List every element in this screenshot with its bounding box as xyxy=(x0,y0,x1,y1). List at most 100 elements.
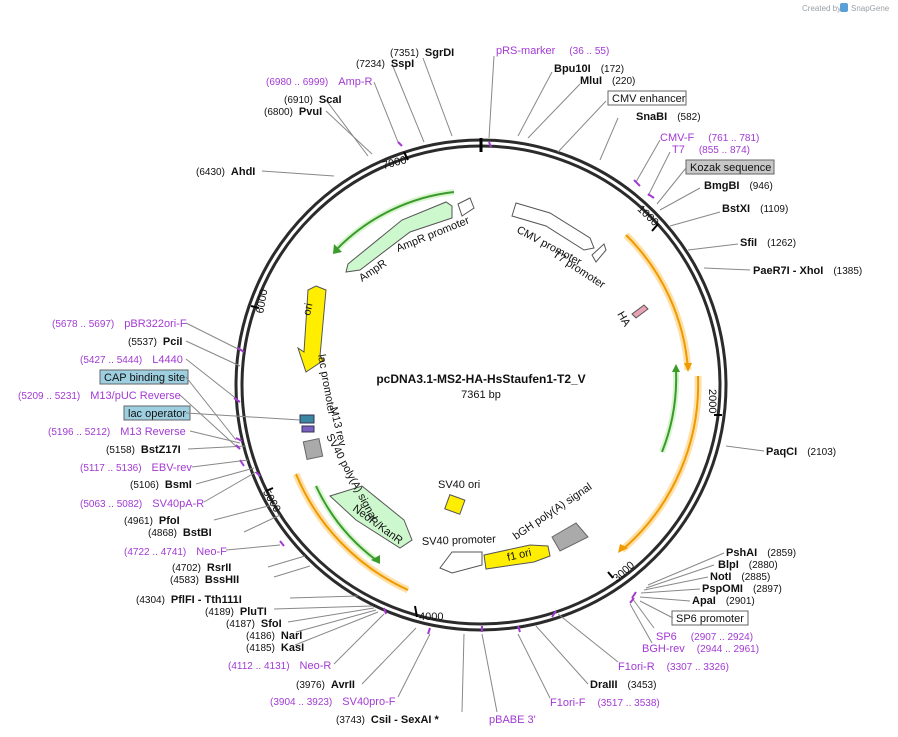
svg-text:Bpu10I(172): Bpu10I (172) xyxy=(554,63,624,75)
site-csii-name: CsiI xyxy=(371,714,391,726)
site-rsrii-name: RsrII xyxy=(207,562,231,574)
site-sfii-name: SfiI xyxy=(740,237,757,249)
primer-amp-r-range: (6980 .. 6999) xyxy=(266,77,328,88)
svg-text:BlpI(2880): BlpI(2880) xyxy=(718,559,778,571)
site-pflfi-pos: (4304) xyxy=(136,595,165,606)
tick-7000: 7000 xyxy=(381,154,408,172)
site-mlui-pos: (220) xyxy=(612,76,635,87)
primer-m13-reverse-range: (5196 .. 5212) xyxy=(48,427,110,438)
primer-cmv-f-range: (761 .. 781) xyxy=(708,133,759,144)
svg-text:(4722 .. 4741)Neo-F: (4722 .. 4741)Neo-F xyxy=(124,546,227,558)
primer-t7-name: T7 xyxy=(672,144,685,156)
site-bstxi-name: BstXI xyxy=(722,203,750,215)
box-cap-binding xyxy=(99,369,189,385)
primer-neo-r-range: (4112 .. 4131) xyxy=(228,661,290,672)
box-lac-operator-label: lac operator xyxy=(128,408,186,420)
label-lac-promoter: lac promoter xyxy=(315,353,337,416)
site-bstz17i-pos: (5158) xyxy=(106,445,135,456)
primer-sp6-name: SP6 xyxy=(656,631,677,643)
site-avrii-pos: (3976) xyxy=(296,680,325,691)
svg-text:NotI(2885): NotI (2885) xyxy=(710,571,770,583)
site-bpu10i-name: Bpu10I xyxy=(554,63,591,75)
site-pcii-pos: (5537) xyxy=(128,337,157,348)
tick-2000: 2000 xyxy=(706,389,718,413)
site-rsrii-pos: (4702) xyxy=(172,563,201,574)
svg-text:(3743)CsiI - SexAI *: (3743)CsiI - SexAI * xyxy=(336,714,439,726)
svg-text:(4189)PluTI: (4189)PluTI xyxy=(205,606,267,618)
label-ha: HA xyxy=(614,310,632,330)
site-draiii-pos: (3453) xyxy=(628,680,657,691)
site-sfii-pos: (1262) xyxy=(767,238,796,249)
site-snabi-name: SnaBI xyxy=(636,111,667,123)
svg-text:SnaBI(582): SnaBI (582) xyxy=(636,111,701,123)
svg-text:(5209 .. 5231)M13/pUC Reverse: (5209 .. 5231)M13/pUC Reverse xyxy=(18,390,181,402)
site-bpu10i-pos: (172) xyxy=(601,64,624,75)
svg-text:DraIII(3453): DraIII (3453) xyxy=(590,679,656,691)
bgh-polya-signal xyxy=(551,522,589,552)
site-bsshii-name: BssHII xyxy=(205,574,239,586)
site-bstz17i-name: BstZ17I xyxy=(141,444,181,456)
site-sspi-name: SspI xyxy=(391,58,414,70)
primer-neo-r-name: Neo-R xyxy=(300,660,332,672)
site-bmgbi-name: BmgBI xyxy=(704,180,739,192)
site-csii-pos: (3743) xyxy=(336,715,365,726)
site-pcii-name: PciI xyxy=(163,336,183,348)
site-pvui-pos: (6800) xyxy=(264,107,293,118)
label-sv40-ori: SV40 ori xyxy=(438,479,480,491)
primer-ebv-rev-name: EBV-rev xyxy=(152,462,193,474)
primer-ebv-rev-range: (5117 .. 5136) xyxy=(80,463,142,474)
primer-pbabe3-name: pBABE 3' xyxy=(489,714,536,726)
site-paqci-name: PaqCI xyxy=(766,446,797,458)
svg-text:SP6(2907 .. 2924): SP6(2907 .. 2924) xyxy=(656,631,753,643)
primer-amp-r-name: Amp-R xyxy=(338,76,372,88)
snapgene-logo-icon xyxy=(840,3,848,12)
site-noti-name: NotI xyxy=(710,571,731,583)
f1-ori-arrow xyxy=(483,544,551,570)
site-noti-pos: (2885) xyxy=(741,572,770,583)
site-pluti-pos: (4189) xyxy=(205,607,234,618)
svg-text:pRS-marker(36 .. 55): pRS-marker(36 .. 55) xyxy=(496,45,609,57)
svg-text:PshAI(2859): PshAI(2859) xyxy=(726,547,796,559)
svg-text:(4583)BssHII: (4583)BssHII xyxy=(170,574,239,586)
svg-text:(5427 .. 5444)L4440: (5427 .. 5444)L4440 xyxy=(80,354,183,366)
site-pfoi-name: PfoI xyxy=(159,515,180,527)
orf-arc-2-halo xyxy=(619,375,702,553)
svg-text:(6980 .. 6999)Amp-R: (6980 .. 6999) Amp-R xyxy=(266,76,373,88)
primer-cmv-f-name: CMV-F xyxy=(660,132,695,144)
site-scai-name: ScaI xyxy=(319,94,342,106)
tick-marks xyxy=(250,151,722,618)
site-pspomi-pos: (2897) xyxy=(753,584,782,595)
box-kozak-label: Kozak sequence xyxy=(690,162,771,174)
label-sv40-promoter: SV40 promoter xyxy=(422,533,497,548)
m13-rev-box xyxy=(301,425,315,433)
orf-green-bottom xyxy=(315,485,377,561)
svg-text:(6800)PvuI: (6800)PvuI xyxy=(264,106,322,118)
primer-sv40pa-r-range: (5063 .. 5082) xyxy=(80,499,142,510)
site-scai-pos: (6910) xyxy=(284,95,313,106)
primer-l4440-name: L4440 xyxy=(152,354,183,366)
site-pshai-pos: (2859) xyxy=(767,548,796,559)
svg-text:(4186)NarI: (4186)NarI xyxy=(246,630,302,642)
sv40-ori-box xyxy=(444,494,466,515)
site-bstbi-pos: (4868) xyxy=(148,528,177,539)
credit-prefix: Created by xyxy=(802,4,841,13)
ampr-arrow xyxy=(345,201,453,273)
sv40-polya-box xyxy=(302,437,324,461)
svg-text:MluI(220): MluI(220) xyxy=(580,75,635,87)
tick-5000: 5000 xyxy=(260,487,283,514)
box-kozak xyxy=(685,159,775,175)
leader-lines xyxy=(179,55,765,713)
sv40-promoter-arrow xyxy=(439,551,483,574)
site-sfoi-pos: (4187) xyxy=(226,619,255,630)
svg-text:(6430)AhdI: (6430)AhdI xyxy=(196,166,255,178)
svg-text:(4961)PfoI: (4961)PfoI xyxy=(124,515,180,527)
site-draiii-name: DraIII xyxy=(590,679,618,691)
primer-prs-marker-range: (36 .. 55) xyxy=(569,46,609,57)
primer-f1ori-f-name: F1ori-F xyxy=(550,697,586,709)
label-f1-ori: f1 ori xyxy=(506,547,533,564)
svg-text:BstXI(1109): BstXI(1109) xyxy=(722,203,788,215)
svg-text:(7351)SgrDI: (7351)SgrDI xyxy=(390,47,454,59)
svg-text:(5158)BstZ17I: (5158) BstZ17I xyxy=(106,444,181,456)
site-snabi-pos: (582) xyxy=(677,112,700,123)
